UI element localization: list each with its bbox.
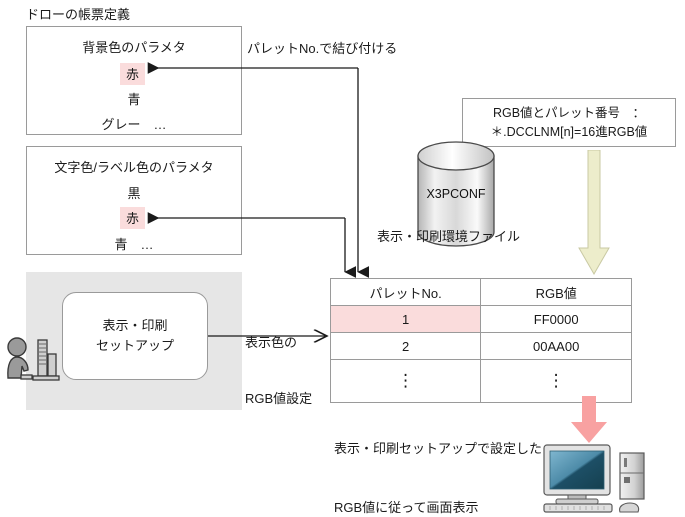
cell-palette-no: 2 (329, 332, 482, 360)
text-color-item-red: 赤 (120, 207, 146, 229)
text-label-color-parameter-title: 文字色/ラベル色のパラメタ (54, 160, 214, 175)
header-rgb-value: RGB値 (480, 278, 632, 306)
rgb-palette-note-box: RGB値とパレット番号 ： ＊.DCCLNM[n]=16進RGB値 (462, 98, 676, 147)
header-palette-no: パレットNo. (329, 278, 482, 306)
text-color-item-black: 黒 (127, 186, 141, 201)
database-caption: 表示・印刷環境ファイル (377, 229, 521, 244)
background-color-parameter-title: 背景色のパラメタ (82, 40, 186, 55)
table-row: 2 00AA00 (329, 332, 632, 360)
cell-ellipsis: ⋮ (329, 359, 482, 403)
display-result-label: 表示・印刷セットアップで設定した RGB値に従って画面表示 (334, 400, 542, 517)
display-line1: 表示・印刷セットアップで設定した (334, 441, 543, 456)
database-cylinder-icon (417, 141, 495, 247)
cell-palette-no: 1 (329, 305, 482, 333)
palette-rgb-table: パレットNo. RGB値 1 FF0000 2 00AA00 ⋮ ⋮ (329, 278, 632, 403)
rgb-setting-label: 表示色の RGB値設定 (245, 296, 312, 447)
background-color-item-blue: 青 (127, 92, 141, 107)
setup-box-line1: 表示・印刷 (102, 317, 168, 333)
cell-rgb-value: 00AA00 (480, 332, 632, 360)
setup-box-line2: セットアップ (95, 338, 174, 353)
table-row: 1 FF0000 (329, 305, 632, 333)
display-print-setup-box[interactable]: 表示・印刷 セットアップ (62, 292, 208, 380)
background-color-parameter-box: 背景色のパラメタ 赤 青 グレー … (26, 26, 242, 135)
person-at-computer-icon (7, 337, 60, 381)
rgb-setting-line2: RGB値設定 (245, 391, 313, 407)
table-row-ellipsis: ⋮ ⋮ (329, 359, 632, 403)
table-header-row: パレットNo. RGB値 (329, 278, 632, 306)
background-color-item-red: 赤 (120, 63, 146, 85)
cell-ellipsis: ⋮ (480, 359, 632, 403)
text-color-item-blue: 青 … (114, 237, 154, 252)
link-by-palette-no-label: パレットNo.で結び付ける (247, 41, 398, 56)
display-line2: RGB値に従って画面表示 (334, 499, 479, 515)
rgb-setting-line1: 表示色の (245, 334, 298, 350)
background-color-item-gray: グレー … (101, 117, 167, 132)
desktop-computer-icon (543, 444, 645, 513)
note-line2: ＊.DCCLNM[n]=16進RGB値 (490, 124, 648, 139)
note-line1: RGB値とパレット番号 ： (492, 105, 646, 120)
down-arrow-pink-icon (571, 396, 607, 443)
down-arrow-yellow-icon (578, 150, 610, 275)
draw-form-definition-caption: ドローの帳票定義 (26, 7, 131, 22)
text-label-color-parameter-box: 文字色/ラベル色のパラメタ 黒 赤 青 … (26, 146, 242, 255)
cell-rgb-value: FF0000 (480, 305, 632, 333)
